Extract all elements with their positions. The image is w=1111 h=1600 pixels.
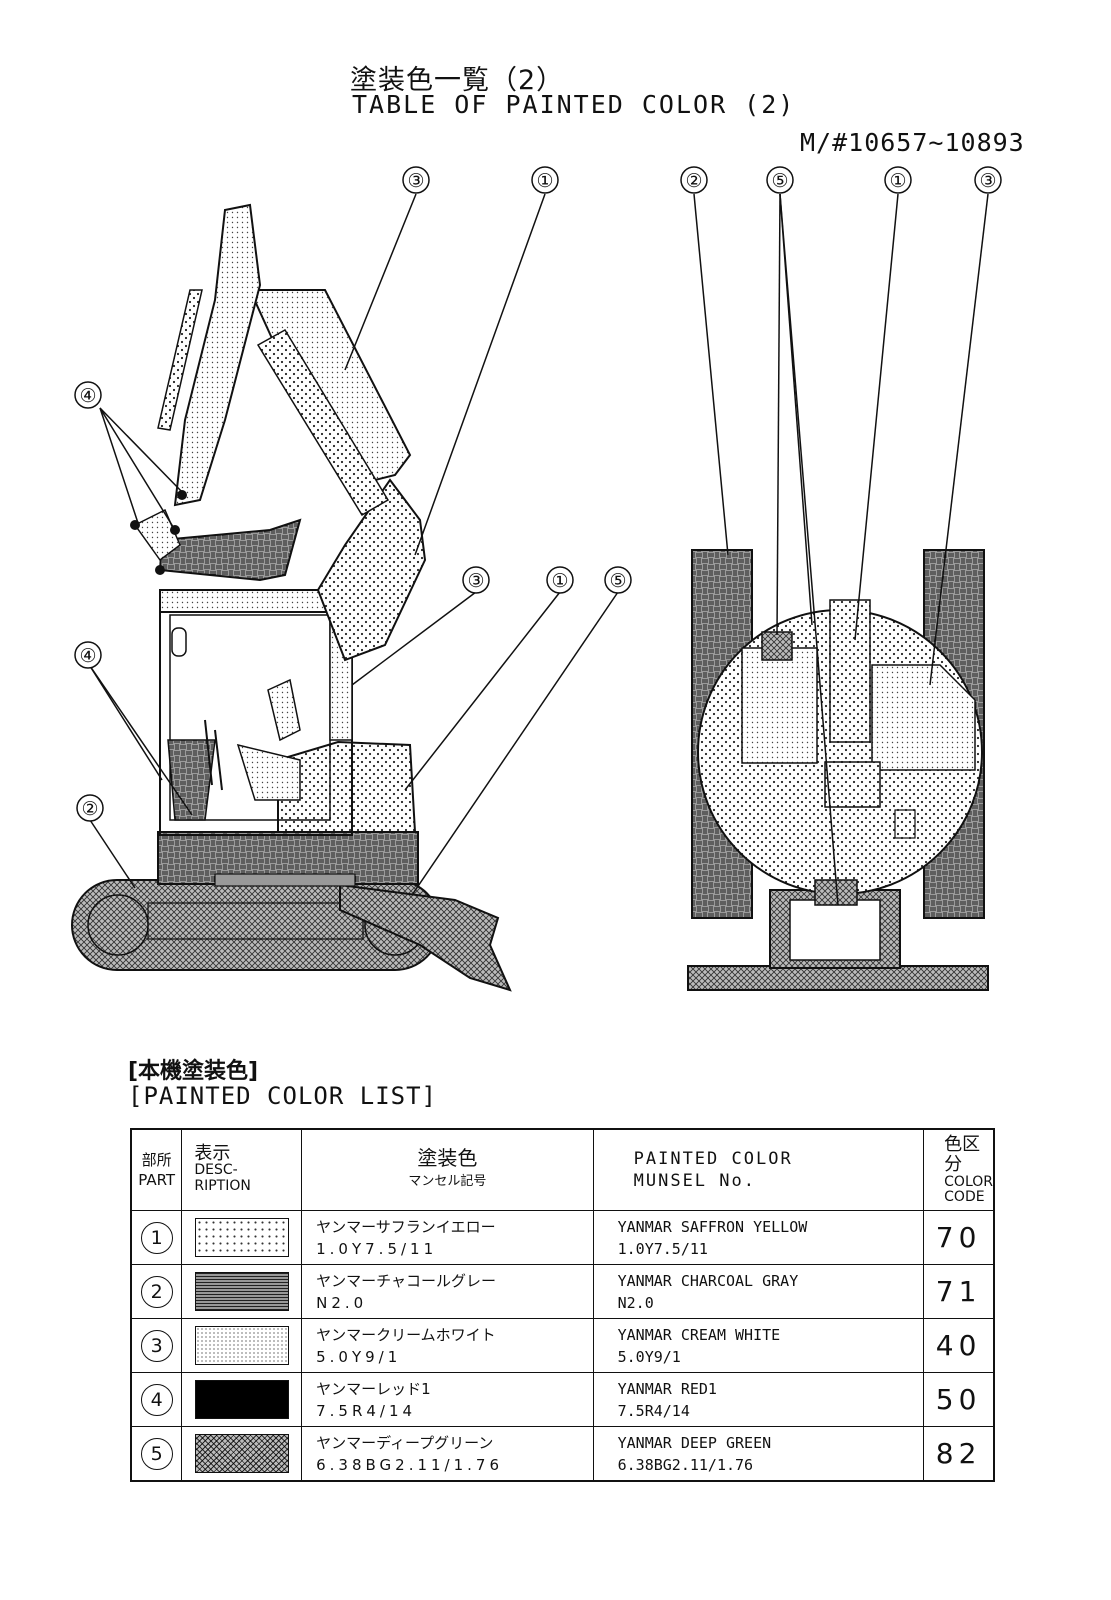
color-name-jp: ヤンマーレッド1 bbox=[316, 1379, 431, 1398]
callout-label: ⑤ bbox=[609, 570, 626, 592]
header-color-jp: 塗装色 bbox=[417, 1146, 478, 1170]
color-swatch-charcoal-gray bbox=[194, 1272, 289, 1311]
callout-label: ① bbox=[889, 170, 906, 192]
color-swatch-deep-green bbox=[194, 1434, 289, 1473]
color-name-jp: ヤンマーチャコールグレー bbox=[316, 1271, 496, 1290]
part-number: 1 bbox=[140, 1221, 173, 1254]
color-swatch-red bbox=[194, 1380, 289, 1419]
header-desc-jp: 表示 bbox=[194, 1143, 231, 1164]
color-swatch-cream-white bbox=[194, 1326, 289, 1365]
header-code-en-1: COLOR bbox=[944, 1174, 993, 1190]
color-name-en: YANMAR CREAM WHITE bbox=[617, 1325, 781, 1344]
header-color-code: 色区分 COLOR CODE bbox=[923, 1128, 995, 1211]
munsell-jp: N2.0 bbox=[316, 1293, 368, 1312]
munsell-en: N2.0 bbox=[617, 1293, 654, 1312]
dozer-blade bbox=[339, 883, 512, 992]
color-code: 70 bbox=[923, 1210, 995, 1265]
color-name-en: YANMAR RED1 bbox=[617, 1379, 717, 1398]
part-number: 3 bbox=[140, 1329, 173, 1362]
color-name-jp: ヤンマーサフランイエロー bbox=[316, 1217, 496, 1236]
excavator-drawing: ③ ① ④ ③ ① ⑤ ④ ② ② ⑤ ① ③ bbox=[71, 166, 1002, 992]
header-part-en: PART bbox=[138, 1171, 176, 1189]
munsell-en: 7.5R4/14 bbox=[617, 1401, 690, 1420]
color-name-jp: ヤンマーディープグリーン bbox=[316, 1433, 494, 1452]
color-name-en: YANMAR DEEP GREEN bbox=[617, 1433, 772, 1452]
color-code: 71 bbox=[923, 1264, 995, 1319]
table-header-row: 部所 PART 表示 DESC- RIPTION 塗装色 マンセル記号 PAIN… bbox=[130, 1128, 995, 1211]
munsell-jp: 7.5R4/14 bbox=[316, 1401, 417, 1420]
callout-label: ② bbox=[81, 798, 98, 820]
color-name-en: YANMAR SAFFRON YELLOW bbox=[617, 1217, 808, 1236]
page-title-en: TABLE OF PAINTED COLOR (2) bbox=[352, 90, 796, 119]
callout-label: ③ bbox=[979, 170, 996, 192]
painted-color-table: 部所 PART 表示 DESC- RIPTION 塗装色 マンセル記号 PAIN… bbox=[130, 1128, 995, 1482]
color-name-jp: ヤンマークリームホワイト bbox=[316, 1325, 496, 1344]
color-list-heading-en: [PAINTED COLOR LIST] bbox=[128, 1082, 437, 1110]
callout-label: ① bbox=[536, 170, 553, 192]
header-code-en-2: CODE bbox=[944, 1189, 985, 1205]
color-code: 50 bbox=[923, 1372, 995, 1427]
header-desc-en-2: RIPTION bbox=[194, 1178, 251, 1194]
callout-label: ① bbox=[551, 570, 568, 592]
callout-label: ② bbox=[685, 170, 702, 192]
header-painted-color-en: PAINTED COLOR MUNSEL No. bbox=[592, 1128, 925, 1211]
table-row: 3 ヤンマークリームホワイト 5.0Y9/1 YANMAR CREAM WHITE… bbox=[130, 1318, 995, 1373]
header-desc-en-1: DESC- bbox=[194, 1162, 238, 1178]
table-row: 4 ヤンマーレッド1 7.5R4/14 YANMAR RED1 7.5R4/14 5… bbox=[130, 1372, 995, 1427]
munsell-en: 6.38BG2.11/1.76 bbox=[617, 1455, 754, 1474]
header-part: 部所 PART bbox=[130, 1128, 183, 1211]
munsell-jp: 5.0Y9/1 bbox=[316, 1347, 402, 1366]
color-swatch-saffron-yellow bbox=[194, 1218, 289, 1257]
part-number: 5 bbox=[140, 1437, 173, 1470]
munsell-en: 5.0Y9/1 bbox=[617, 1347, 681, 1366]
header-part-jp: 部所 bbox=[141, 1151, 172, 1169]
callout-label: ⑤ bbox=[771, 170, 788, 192]
color-name-en: YANMAR CHARCOAL GRAY bbox=[617, 1271, 799, 1290]
callout-label: ③ bbox=[407, 170, 424, 192]
part-number: 4 bbox=[140, 1383, 173, 1416]
part-number: 2 bbox=[140, 1275, 173, 1308]
color-code: 82 bbox=[923, 1426, 995, 1482]
callout-label: ④ bbox=[79, 385, 96, 407]
munsell-en: 1.0Y7.5/11 bbox=[617, 1239, 708, 1258]
callout-label: ③ bbox=[467, 570, 484, 592]
header-code-jp: 色区分 bbox=[944, 1134, 981, 1175]
header-description: 表示 DESC- RIPTION bbox=[181, 1128, 303, 1211]
header-color-jp-sub: マンセル記号 bbox=[408, 1174, 487, 1189]
header-color-en-1: PAINTED COLOR bbox=[633, 1149, 793, 1169]
color-list-heading-jp: [本機塗装色] bbox=[128, 1059, 259, 1084]
table-row: 5 ヤンマーディープグリーン 6.38BG2.11/1.76 YANMAR DEE… bbox=[130, 1426, 995, 1482]
munsell-jp: 1.0Y7.5/11 bbox=[316, 1239, 438, 1258]
table-row: 2 ヤンマーチャコールグレー N2.0 YANMAR CHARCOAL GRAY N… bbox=[130, 1264, 995, 1319]
munsell-jp: 6.38BG2.11/1.76 bbox=[316, 1455, 504, 1474]
page-title-jp: 塗装色一覧（2） bbox=[350, 65, 565, 96]
model-range: M/#10657~10893 bbox=[800, 128, 1025, 157]
color-code: 40 bbox=[923, 1318, 995, 1373]
header-painted-color-jp: 塗装色 マンセル記号 bbox=[301, 1128, 594, 1211]
table-row: 1 ヤンマーサフランイエロー 1.0Y7.5/11 YANMAR SAFFRON … bbox=[130, 1210, 995, 1265]
callout-label: ④ bbox=[79, 645, 96, 667]
header-color-en-2: MUNSEL No. bbox=[633, 1171, 756, 1191]
